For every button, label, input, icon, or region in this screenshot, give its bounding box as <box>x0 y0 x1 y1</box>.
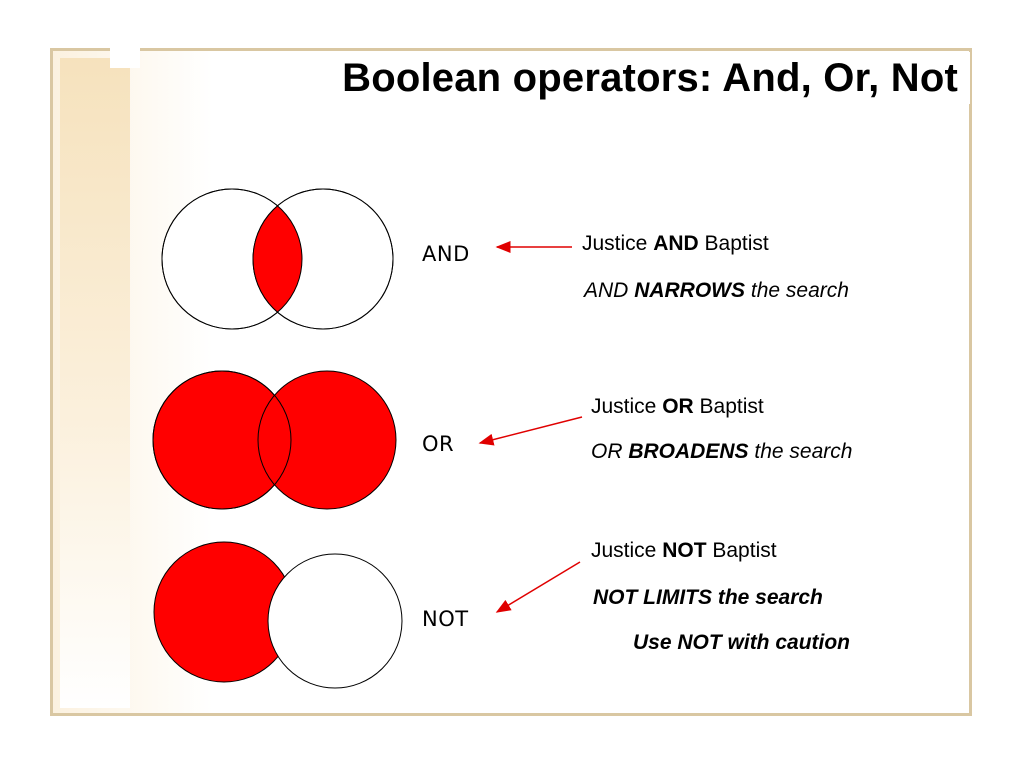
not-effect: NOT LIMITS the search <box>593 586 823 609</box>
or-effect: OR BROADENS the search <box>591 440 853 463</box>
or-venn <box>152 370 397 510</box>
frame-notch <box>110 48 140 68</box>
not-caution: Use NOT with caution <box>633 631 851 654</box>
not-label: NOT <box>422 607 469 631</box>
or-right-circle <box>257 370 397 510</box>
frame-accent <box>60 58 130 708</box>
or-example: Justice OR Baptist <box>591 395 764 418</box>
and-intersection <box>253 189 302 329</box>
and-venn <box>161 188 394 330</box>
and-effect: AND NARROWS the search <box>584 279 849 302</box>
not-right-circle <box>267 553 403 689</box>
not-venn <box>153 541 403 689</box>
not-arrow <box>495 561 581 613</box>
slide-title: Boolean operators: And, Or, Not <box>250 52 970 104</box>
and-example: Justice AND Baptist <box>582 232 769 255</box>
or-label: OR <box>422 432 455 456</box>
and-label: AND <box>422 242 470 266</box>
not-example: Justice NOT Baptist <box>591 539 777 562</box>
or-arrow <box>478 416 583 446</box>
